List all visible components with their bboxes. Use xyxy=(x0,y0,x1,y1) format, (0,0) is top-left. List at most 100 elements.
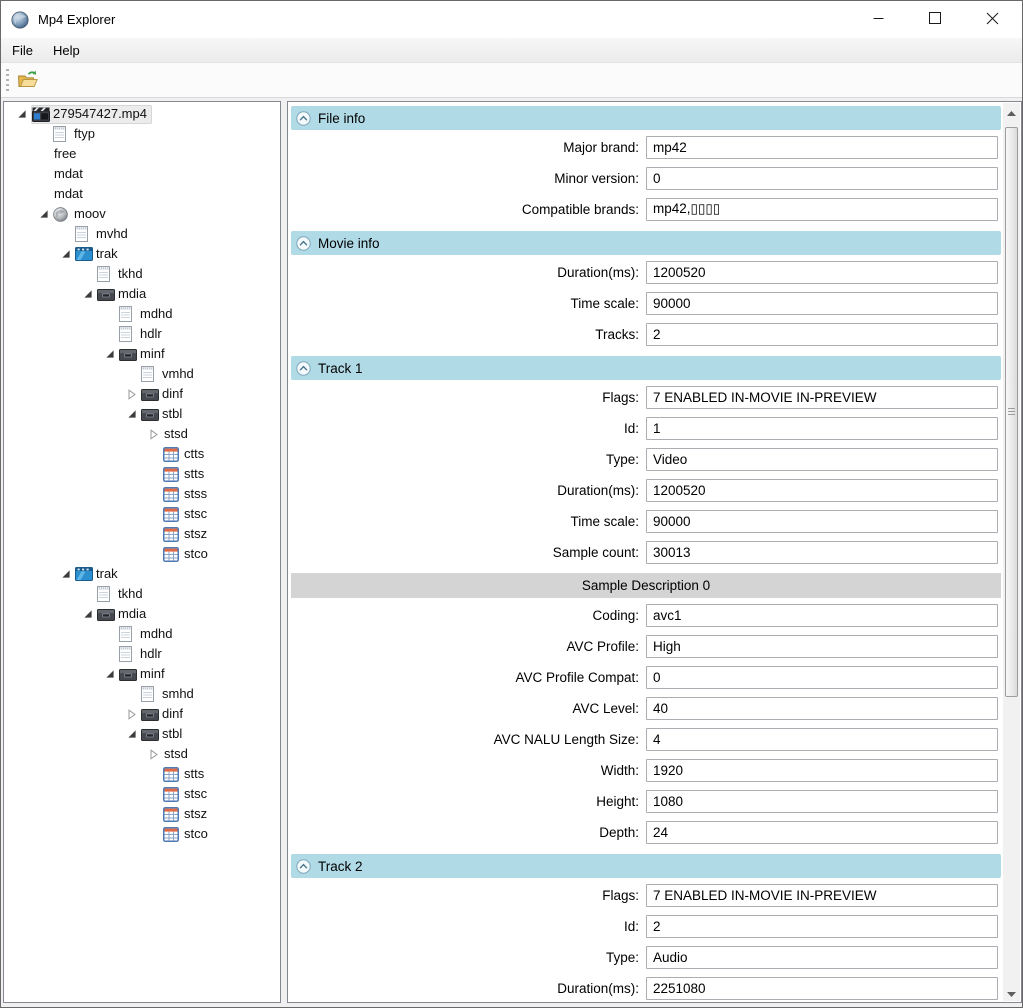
tree-item-body[interactable]: stsd xyxy=(163,426,192,442)
tree-item-dinf[interactable]: dinf xyxy=(4,384,280,404)
tree-item-body[interactable]: free xyxy=(53,146,80,162)
field-value-duration-ms[interactable] xyxy=(646,261,998,284)
expander-expanded-icon[interactable] xyxy=(122,408,141,421)
field-value-id[interactable] xyxy=(646,417,998,440)
tree-item-body[interactable]: mdia xyxy=(97,606,150,622)
tree-item-279547427-mp4[interactable]: 279547427.mp4 xyxy=(4,104,280,124)
tree-item-body[interactable]: stsc xyxy=(163,506,211,522)
tree-item-mdia[interactable]: mdia xyxy=(4,604,280,624)
expander-collapsed-icon[interactable] xyxy=(144,428,163,441)
field-value-tracks[interactable] xyxy=(646,323,998,346)
field-value-minor-version[interactable] xyxy=(646,167,998,190)
tree-item-body[interactable]: stco xyxy=(163,826,212,842)
tree-item-body[interactable]: mdat xyxy=(53,186,87,202)
section-header-track-1[interactable]: Track 1 xyxy=(291,356,1001,380)
expander-collapsed-icon[interactable] xyxy=(122,388,141,401)
tree-item-hdlr[interactable]: hdlr xyxy=(4,324,280,344)
field-value-avc-nalu-length-size[interactable] xyxy=(646,728,998,751)
section-header-track-2[interactable]: Track 2 xyxy=(291,854,1001,878)
tree-item-minf[interactable]: minf xyxy=(4,344,280,364)
close-button[interactable] xyxy=(969,1,1015,38)
tree-item-mdia[interactable]: mdia xyxy=(4,284,280,304)
expander-collapsed-icon[interactable] xyxy=(122,708,141,721)
chevron-up-icon[interactable] xyxy=(296,110,311,126)
field-value-flags[interactable] xyxy=(646,386,998,409)
menu-help[interactable]: Help xyxy=(52,42,80,58)
tree-item-body[interactable]: trak xyxy=(75,566,122,582)
tree-item-body[interactable]: moov xyxy=(53,206,110,222)
tree-item-tkhd[interactable]: tkhd xyxy=(4,584,280,604)
open-file-button[interactable] xyxy=(12,66,42,94)
tree-item-body[interactable]: stsd xyxy=(163,746,192,762)
tree-item-body[interactable]: minf xyxy=(119,346,169,362)
tree-item-body[interactable]: smhd xyxy=(141,686,198,702)
vertical-scrollbar[interactable] xyxy=(1003,103,1020,1001)
field-value-avc-level[interactable] xyxy=(646,697,998,720)
field-value-id[interactable] xyxy=(646,915,998,938)
field-value-duration-ms[interactable] xyxy=(646,479,998,502)
field-value-type[interactable] xyxy=(646,448,998,471)
minimize-button[interactable] xyxy=(855,1,901,38)
tree-item-mvhd[interactable]: mvhd xyxy=(4,224,280,244)
scroll-up-button[interactable] xyxy=(1003,103,1020,120)
tree-item-smhd[interactable]: smhd xyxy=(4,684,280,704)
expander-expanded-icon[interactable] xyxy=(100,348,119,361)
tree-item-body[interactable]: dinf xyxy=(141,706,187,722)
tree-item-tkhd[interactable]: tkhd xyxy=(4,264,280,284)
toolbar-grip[interactable] xyxy=(6,69,9,91)
expander-expanded-icon[interactable] xyxy=(34,208,53,221)
field-value-time-scale[interactable] xyxy=(646,292,998,315)
field-value-width[interactable] xyxy=(646,759,998,782)
tree-item-body[interactable]: hdlr xyxy=(119,646,166,662)
tree-item-vmhd[interactable]: vmhd xyxy=(4,364,280,384)
tree-item-stsc[interactable]: stsc xyxy=(4,504,280,524)
tree-item-body[interactable]: stco xyxy=(163,546,212,562)
field-value-sample-count[interactable] xyxy=(646,541,998,564)
menu-file[interactable]: File xyxy=(12,42,33,58)
scrollbar-thumb[interactable] xyxy=(1005,127,1018,697)
tree-item-stss[interactable]: stss xyxy=(4,484,280,504)
tree-item-stco[interactable]: stco xyxy=(4,544,280,564)
section-header-movie-info[interactable]: Movie info xyxy=(291,231,1001,255)
field-value-depth[interactable] xyxy=(646,821,998,844)
expander-expanded-icon[interactable] xyxy=(56,568,75,581)
tree-item-body[interactable]: tkhd xyxy=(97,586,147,602)
expander-collapsed-icon[interactable] xyxy=(144,748,163,761)
tree-item-mdat[interactable]: mdat xyxy=(4,184,280,204)
field-value-compatible-brands[interactable] xyxy=(646,198,998,221)
tree-item-minf[interactable]: minf xyxy=(4,664,280,684)
tree-item-body[interactable]: mdhd xyxy=(119,626,177,642)
field-value-flags[interactable] xyxy=(646,884,998,907)
tree-item-body[interactable]: vmhd xyxy=(141,366,198,382)
tree-item-ctts[interactable]: ctts xyxy=(4,444,280,464)
tree-item-body[interactable]: stts xyxy=(163,466,208,482)
tree-item-body[interactable]: stsc xyxy=(163,786,211,802)
field-value-coding[interactable] xyxy=(646,604,998,627)
tree-item-free[interactable]: free xyxy=(4,144,280,164)
tree-item-stts[interactable]: stts xyxy=(4,764,280,784)
chevron-up-icon[interactable] xyxy=(296,360,311,376)
tree-item-body[interactable]: stss xyxy=(163,486,211,502)
field-value-avc-profile[interactable] xyxy=(646,635,998,658)
expander-expanded-icon[interactable] xyxy=(100,668,119,681)
tree-item-body[interactable]: minf xyxy=(119,666,169,682)
tree-selection[interactable]: 279547427.mp4 xyxy=(31,104,152,124)
maximize-button[interactable] xyxy=(912,1,958,38)
tree-item-dinf[interactable]: dinf xyxy=(4,704,280,724)
expander-expanded-icon[interactable] xyxy=(122,728,141,741)
field-value-type[interactable] xyxy=(646,946,998,969)
expander-expanded-icon[interactable] xyxy=(78,608,97,621)
tree-item-stsc[interactable]: stsc xyxy=(4,784,280,804)
scroll-down-button[interactable] xyxy=(1003,984,1020,1001)
chevron-up-icon[interactable] xyxy=(296,858,311,874)
tree-item-stsd[interactable]: stsd xyxy=(4,744,280,764)
tree-item-moov[interactable]: moov xyxy=(4,204,280,224)
tree-item-stsd[interactable]: stsd xyxy=(4,424,280,444)
tree-item-stts[interactable]: stts xyxy=(4,464,280,484)
tree-item-stbl[interactable]: stbl xyxy=(4,404,280,424)
tree-item-trak[interactable]: trak xyxy=(4,564,280,584)
tree-item-body[interactable]: mdat xyxy=(53,166,87,182)
tree-item-body[interactable]: stts xyxy=(163,766,208,782)
field-value-height[interactable] xyxy=(646,790,998,813)
field-value-avc-profile-compat[interactable] xyxy=(646,666,998,689)
